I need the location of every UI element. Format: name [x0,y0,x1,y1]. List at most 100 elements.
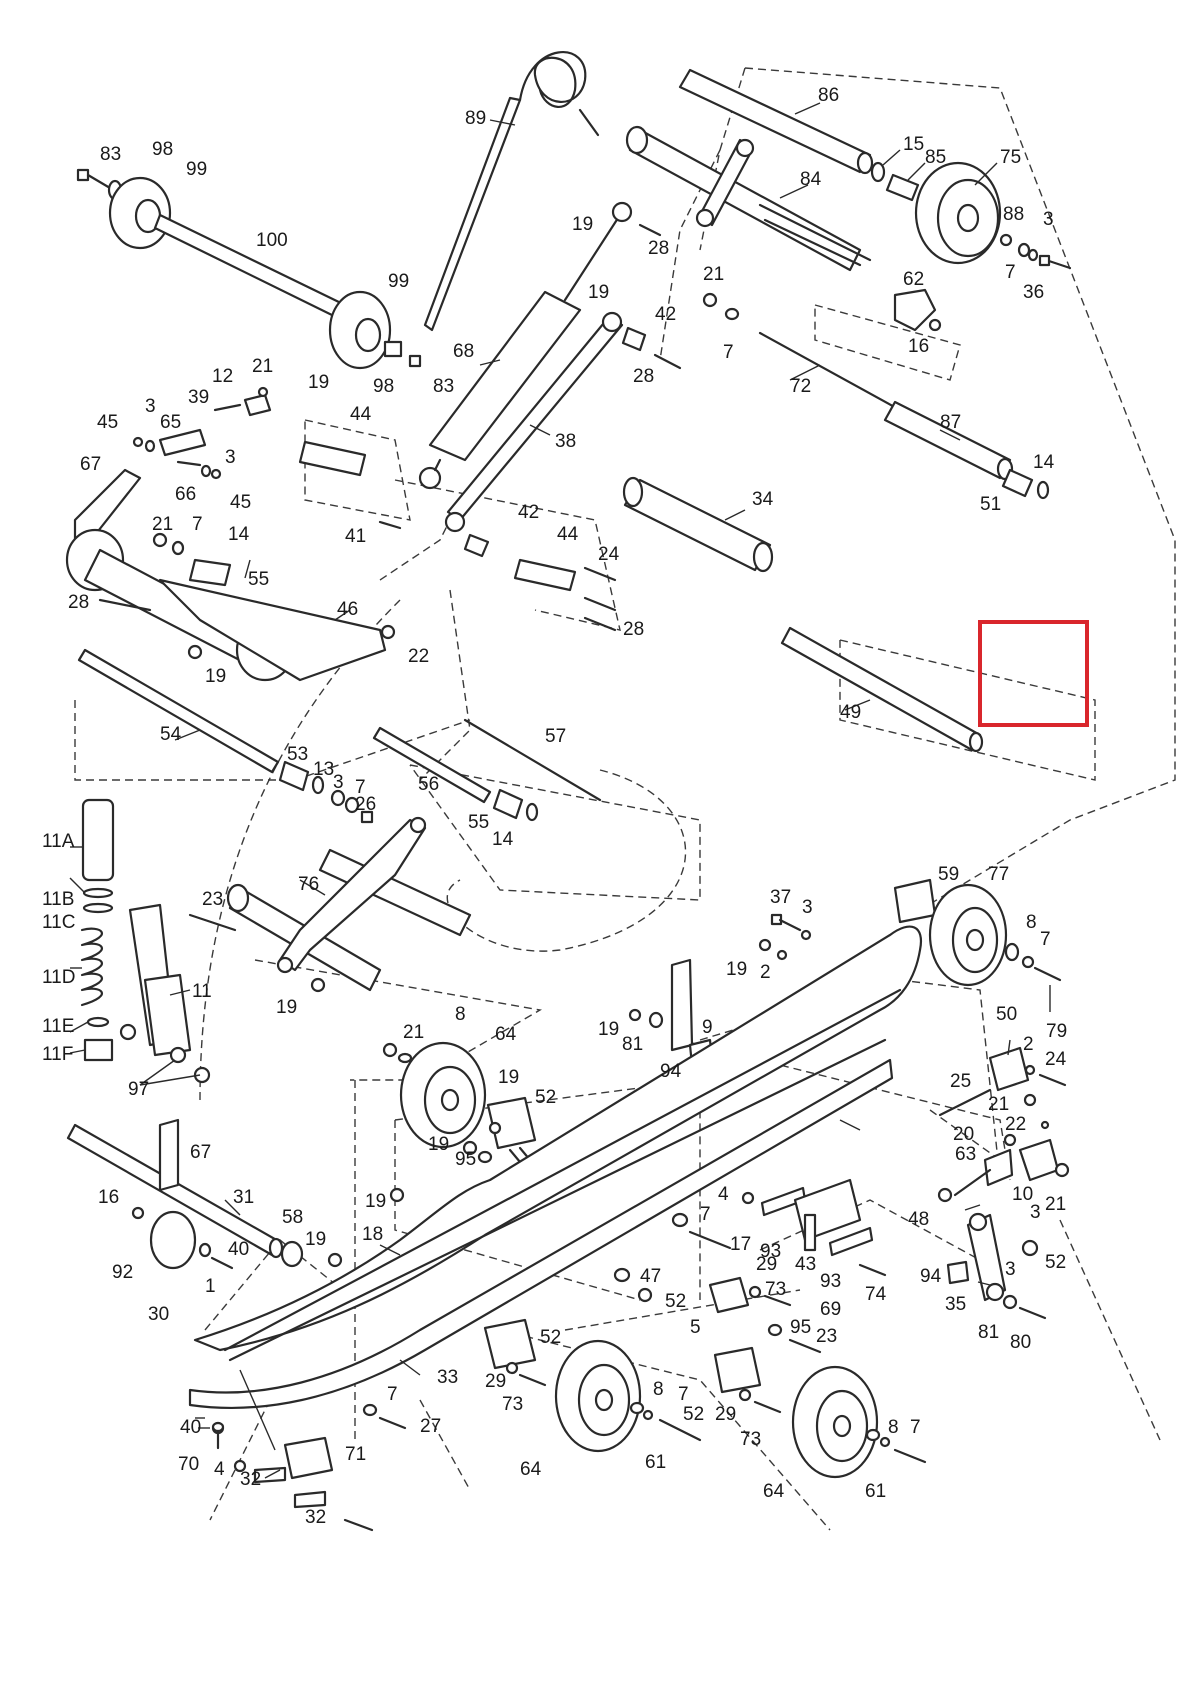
bolt-72 [758,331,902,412]
callout-20: 52 [665,1291,686,1312]
callout-9: 81 [978,1322,999,1343]
callout-16: 16 [98,1187,119,1208]
wheel-64-lower-right [791,1365,927,1479]
callout-85: 85 [925,147,946,168]
callout-3: 3 [1030,1202,1041,1223]
callout-64: 64 [495,1024,517,1045]
callout-44: 44 [557,524,579,545]
callout-67: 67 [80,454,101,475]
callout-76: 76 [298,874,319,895]
callout-8: 8 [653,1379,664,1400]
callout-69: 5 [690,1317,701,1338]
callout-2: 2 [760,962,771,983]
callout-29: 27 [420,1416,441,1437]
callout-6: 29 [485,1371,506,1392]
callout-37: 37 [770,887,791,908]
callout-11C: 11C [42,912,75,933]
callout-22: 22 [408,646,429,667]
callout-39: 45 [230,492,251,513]
wheel-64-lower-left [554,1339,702,1453]
callout-58: 31 [233,1187,254,1208]
callout-55: 55 [248,569,269,590]
callout-70: 71 [345,1444,366,1465]
callout-19: 19 [726,959,747,980]
callout-26: 26 [355,794,376,815]
callout-11D: 11D [42,967,75,988]
tube-34 [622,476,774,573]
block-52-lower-left [483,1318,547,1387]
callout-38: 38 [555,431,576,452]
callout-8: 8 [1026,912,1037,933]
callout-40: 92 [112,1262,133,1283]
callout-44: 44 [350,404,372,425]
callout-52: 52 [683,1404,704,1425]
callout-34: 34 [752,489,774,510]
rod-49 [780,626,984,753]
callout-56: 56 [418,774,439,795]
callout-43: 93 [820,1271,841,1292]
bracket-50 [938,1046,1067,1117]
callout-5: 47 [640,1266,661,1287]
callout-labels: 86 15 85 75 88 3 7 36 84 28 19 62 16 42 … [42,85,1067,1528]
callout-9: 81 [622,1034,643,1055]
callout-68: 68 [453,341,474,362]
callout-21: 21 [152,514,173,535]
rail-48 [188,1038,894,1410]
callout-21: 21 [988,1094,1009,1115]
block-52-upper [462,1096,537,1164]
callout-19: 19 [572,214,593,235]
plates-44 [298,440,577,592]
callout-3: 3 [145,396,156,417]
callout-72: 72 [790,376,811,397]
callout-7: 7 [192,514,203,535]
callout-64: 64 [763,1481,785,1502]
callout-48: 33 [437,1367,458,1388]
callout-98: 98 [152,139,173,160]
callout-14: 14 [228,524,250,545]
callout-36: 36 [1023,282,1044,303]
callout-7: 7 [1005,262,1016,283]
link-80 [937,1187,1047,1320]
callout-3: 3 [1043,209,1054,230]
callout-80: 35 [945,1294,966,1315]
callout-13: 13 [313,759,334,780]
callout-64: 64 [520,1459,542,1480]
callout-4: 95 [790,1317,811,1338]
callout-47: 18 [362,1224,383,1245]
callout-50: 50 [996,1004,1017,1025]
callout-23: 23 [202,889,223,910]
callout-92: 58 [282,1207,303,1228]
shaft-87 [883,400,1014,481]
idler-wheel-75 [914,161,1002,265]
callout-24: 24 [598,544,620,565]
callout-98: 98 [373,376,394,397]
highlight-box [978,620,1089,727]
callout-1: 40 [228,1239,249,1260]
callout-3: 3 [1005,1259,1016,1280]
callout-57: 57 [545,726,566,747]
bracket-62 [893,288,942,332]
block-70 [211,1421,374,1532]
callout-35: 73 [740,1429,761,1450]
callout-16: 16 [908,336,929,357]
callout-19: 19 [308,372,329,393]
hardware-53 [278,760,374,824]
bushing-51 [1001,468,1050,500]
callout-3: 3 [802,897,813,918]
callout-77: 77 [988,864,1009,885]
callout-99: 99 [186,159,207,180]
callout-28: 28 [633,366,654,387]
callout-97: 97 [128,1079,149,1100]
callout-87: 87 [940,412,961,433]
callout-4: 95 [455,1149,476,1170]
bolts-24-28 [583,566,617,632]
callout-19: 19 [588,282,609,303]
callout-59: 59 [938,864,959,885]
bolt-23-upper [188,913,326,993]
callout-42: 42 [655,304,676,325]
pin-41 [378,520,402,530]
callout-74: 43 [795,1254,816,1275]
callout-19: 19 [598,1019,619,1040]
wheel-77 [893,878,1062,987]
callout-8: 8 [888,1417,899,1438]
